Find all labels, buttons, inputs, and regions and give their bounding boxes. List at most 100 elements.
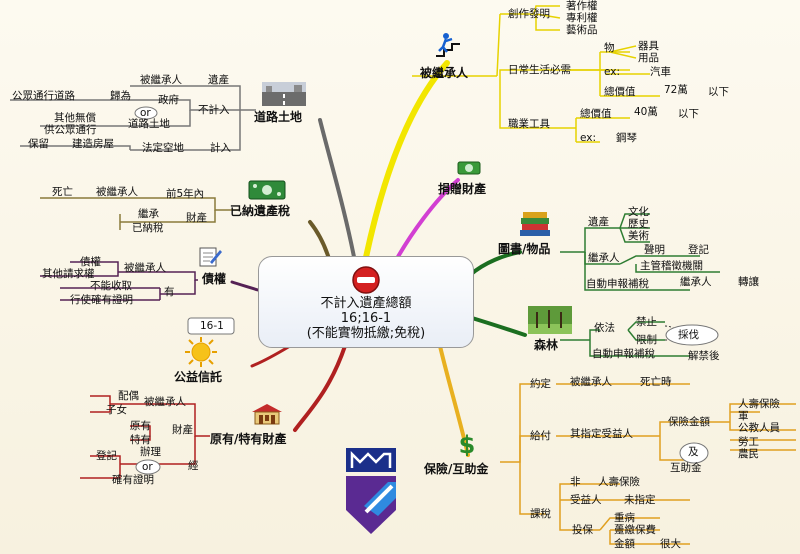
- orig-proof-label: 確有證明: [112, 474, 154, 486]
- forest-icon: [528, 306, 572, 334]
- life-label: 人壽保險: [598, 476, 640, 488]
- inherit-label: 繼承: [138, 208, 159, 220]
- building-label: 建造房屋: [72, 138, 114, 150]
- public-road-label: 公眾通行道路: [12, 90, 75, 102]
- works-item: 專利權: [566, 12, 598, 24]
- center-note: (不能實物抵繳;免稅): [306, 326, 426, 341]
- below-label: 以下: [708, 86, 729, 98]
- pay-label: 給付: [530, 430, 551, 442]
- free-label: 其他無償: [54, 112, 96, 124]
- limit-label: 限制: [636, 334, 657, 346]
- ins-amount-label: 保險金額: [668, 416, 710, 428]
- charity-node: 公益信託: [174, 370, 223, 384]
- works-item: 著作權: [566, 0, 598, 12]
- books-heir2-label: 繼承人: [680, 276, 712, 288]
- stairs-fall-icon: [436, 33, 460, 57]
- banknote-icon: [248, 180, 286, 200]
- handle-label: 辦理: [140, 446, 161, 458]
- temple-icon: [252, 404, 282, 425]
- center-articles: 16;16-1: [340, 311, 392, 326]
- include-label: 計入: [210, 142, 231, 154]
- claims-heir-label: 被繼承人: [124, 262, 166, 274]
- gov-label: 政府: [158, 94, 179, 106]
- special-label: 特有: [130, 434, 151, 446]
- declare-label: 聲明: [644, 244, 665, 256]
- transfer-label: 轉讓: [738, 276, 759, 288]
- road-estate-label: 遺產: [208, 74, 229, 86]
- books-node: 圖書/物品: [498, 242, 551, 256]
- car-label: 汽車: [650, 66, 671, 78]
- center-node: 不計入遺產總額 16;16-1 (不能實物抵繳;免稅): [258, 256, 474, 348]
- books-icon: [520, 212, 550, 236]
- cut-label: 採伐: [678, 329, 699, 341]
- insurance-node: 保險/互助金: [424, 462, 489, 476]
- five-years-label: 前5年內: [166, 188, 205, 200]
- keep-label: 保留: [28, 138, 49, 150]
- total-label: 總價值: [580, 108, 612, 120]
- road-or-label: or: [140, 107, 151, 119]
- lift-label: 解禁後: [688, 350, 720, 362]
- insure-label: 投保: [572, 524, 593, 536]
- law-label: 依法: [594, 322, 615, 334]
- works-item: 藝術品: [566, 24, 598, 36]
- paid-label: 已納稅: [132, 222, 164, 234]
- road-land-label: 道路土地: [128, 118, 170, 130]
- orig-property-label: 財產: [172, 424, 193, 436]
- example-label: ex:: [580, 132, 597, 144]
- thing-item: 用品: [638, 52, 659, 64]
- via-label: 經: [188, 460, 199, 472]
- estate-item: 美術: [628, 230, 649, 242]
- heir-node: 被繼承人: [420, 66, 469, 80]
- creation-label: 創作發明: [508, 8, 550, 20]
- lump-label: 躉繳保費: [614, 524, 656, 536]
- claims-node: 債權: [202, 272, 227, 286]
- total-label: 總價值: [604, 86, 636, 98]
- piano-label: 鋼琴: [616, 132, 637, 144]
- own-label: 原有: [130, 420, 151, 432]
- example-label: ex:: [604, 66, 621, 78]
- designated-label: 其指定受益人: [570, 428, 633, 440]
- books-heir-label: 繼承人: [588, 252, 620, 264]
- ins-heir-label: 被繼承人: [570, 376, 612, 388]
- road-icon: [262, 82, 306, 106]
- pt-property-label: 財產: [186, 212, 207, 224]
- beneficiary-label: 受益人: [570, 494, 602, 506]
- kind-item: 軍: [738, 410, 749, 422]
- thing-item: 器具: [638, 40, 659, 52]
- orig-register-label: 登記: [96, 450, 117, 462]
- tax-label: 課稅: [530, 508, 551, 520]
- undesignated-label: 未指定: [624, 494, 656, 506]
- large-label: 很大: [660, 538, 681, 550]
- for-public-label: 供公眾通行: [44, 124, 97, 136]
- belongs-label: 歸為: [110, 90, 131, 102]
- register-label: 登記: [688, 244, 709, 256]
- original-node: 原有/特有財產: [210, 432, 287, 446]
- thing-label: 物: [604, 42, 615, 54]
- kind-item: 勞工: [738, 436, 759, 448]
- center-title: 不計入遺產總額: [320, 296, 412, 311]
- logo-emblem: [346, 448, 396, 534]
- authority-label: 主管稽徵機關: [640, 260, 703, 272]
- other-claim-label: 其他請求權: [42, 268, 95, 280]
- ill-label: 重病: [614, 512, 635, 524]
- dollar-icon: $: [459, 432, 476, 456]
- below-label: 以下: [678, 108, 699, 120]
- forest-report-label: 自動申報補稅: [592, 348, 655, 360]
- tools-label: 職業工具: [508, 118, 550, 130]
- kind-item: 農民: [738, 448, 759, 460]
- mutual-label: 互助金: [670, 462, 702, 474]
- sun-icon: [185, 337, 217, 367]
- kind-item: 人壽保險: [738, 398, 780, 410]
- forest-node: 森林: [534, 338, 559, 352]
- books-report-label: 自動申報補稅: [586, 278, 649, 290]
- estate-label: 遺產: [588, 216, 609, 228]
- prohibited-icon: [352, 266, 380, 294]
- estate-item: 文化: [628, 206, 649, 218]
- kind-item: 公教人員: [738, 422, 780, 434]
- orig-or-label: or: [142, 461, 153, 473]
- total-40: 40萬: [634, 106, 658, 118]
- total-72: 72萬: [664, 84, 688, 96]
- not-label: 非: [570, 476, 581, 488]
